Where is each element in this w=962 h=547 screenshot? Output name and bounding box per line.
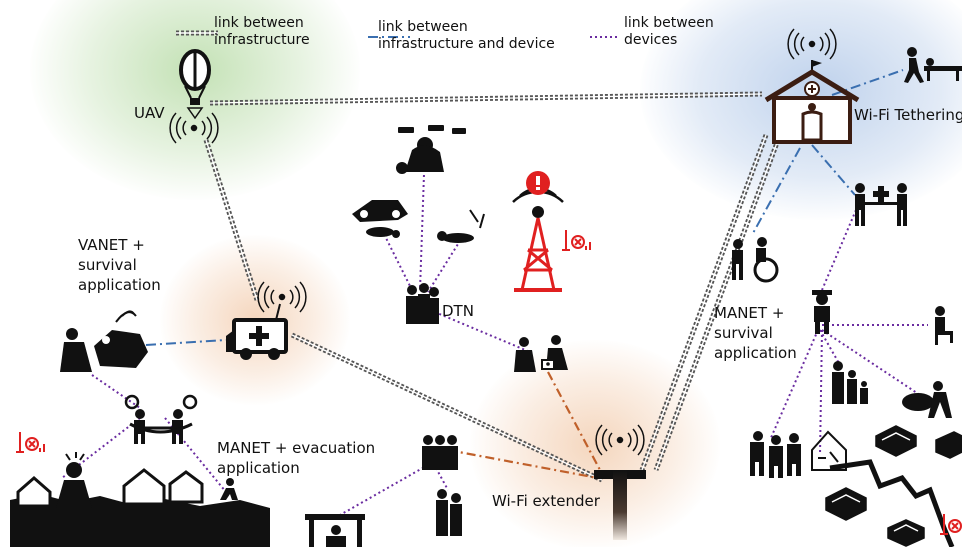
- couple-comforting-icon: [436, 489, 462, 536]
- church-hub-icon: [764, 60, 860, 144]
- network-outage-icon: [16, 432, 45, 453]
- vanet-label: VANET + survival application: [78, 236, 161, 294]
- officer-icon: [812, 290, 832, 334]
- fleeing-crowd-icon: [750, 431, 801, 478]
- dtn-label: DTN: [442, 302, 474, 320]
- lying-victim-icon: [437, 209, 485, 243]
- houses-cluster-icon: [825, 425, 962, 547]
- family-group-icon: [832, 361, 868, 404]
- ambulance-icon: [226, 303, 288, 360]
- earthquake-scene-icon: [10, 452, 270, 547]
- legend-infra-label: link between infrastructure: [214, 15, 310, 48]
- collapsed-house-icon: [811, 430, 847, 471]
- trapped-person-icon: [305, 514, 365, 547]
- legend-infra-device-label: link between infrastructure and device: [378, 19, 555, 52]
- uav-balloon-icon: [179, 49, 211, 120]
- extender-links: [447, 371, 601, 480]
- group-standing-icon: [422, 435, 458, 470]
- legend-devices-label: link between devices: [624, 15, 714, 48]
- infra-links: [203, 91, 781, 483]
- infra-device-links: [145, 69, 904, 346]
- stretcher-evacuation-icon: [124, 394, 198, 444]
- rubble-victims-icon: [396, 125, 466, 174]
- cell-tower-alert-icon: [512, 171, 564, 292]
- extender-signal-icon: [595, 424, 645, 456]
- earthquake-crack: [829, 459, 955, 547]
- network-outage-icon: [562, 230, 591, 251]
- wifi-extender-pole-icon: [594, 470, 646, 540]
- crashed-vehicle-icon: [352, 200, 408, 238]
- wheelchair-icon: [732, 237, 779, 283]
- overturned-car-rescue-icon: [60, 310, 148, 372]
- ambulance-signal-icon: [257, 281, 307, 313]
- stretcher-carriers-icon: [855, 183, 907, 226]
- manet-survival-label: MANET + survival application: [714, 304, 797, 362]
- crowd-dtn-icon: [406, 283, 439, 324]
- uav-label: UAV: [134, 104, 165, 122]
- manet-evacuation-label: MANET + evacuation application: [217, 439, 376, 477]
- wifi-tethering-label: Wi-Fi Tethering: [854, 106, 962, 124]
- walking-patient-icon: [904, 47, 962, 83]
- seated-person-icon: [935, 306, 953, 345]
- wifi-extender-label: Wi-Fi extender: [492, 492, 600, 510]
- first-aid-pair-icon: [514, 335, 568, 372]
- rescuer-helping-icon: [902, 381, 952, 418]
- network-outage-icon: [940, 514, 962, 535]
- church-signal-icon: [787, 28, 837, 60]
- uav-signal-icon: [169, 112, 219, 144]
